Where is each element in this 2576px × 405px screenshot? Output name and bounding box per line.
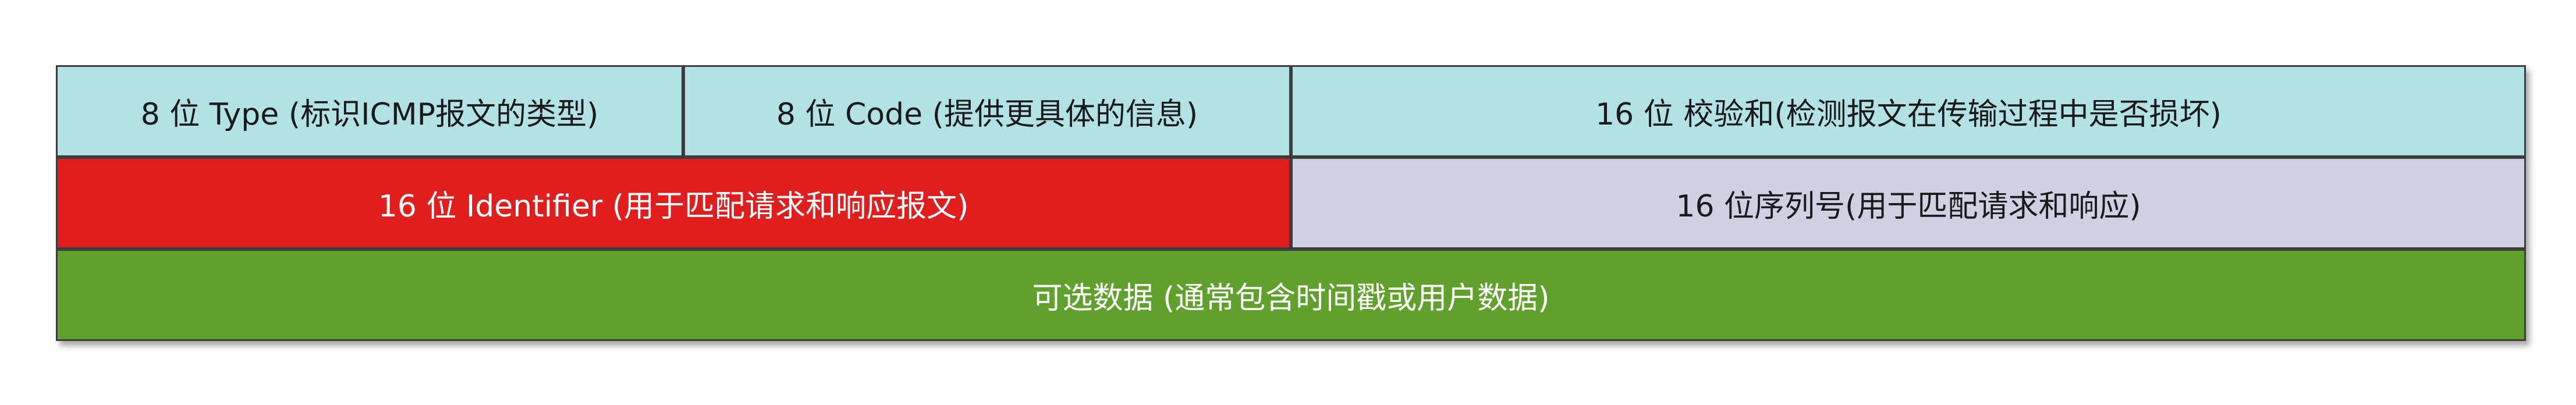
code-field-label: 8 位 Code (提供更具体的信息) xyxy=(776,97,1198,132)
type-field: 8 位 Type (标识ICMP报文的类型) xyxy=(56,65,683,157)
checksum-field-label: 16 位 校验和(检测报文在传输过程中是否损坏) xyxy=(1595,97,2222,132)
code-field: 8 位 Code (提供更具体的信息) xyxy=(683,65,1291,157)
sequence-number-field-label: 16 位序列号(用于匹配请求和响应) xyxy=(1676,189,2141,224)
type-field-label: 8 位 Type (标识ICMP报文的类型) xyxy=(140,97,599,132)
checksum-field: 16 位 校验和(检测报文在传输过程中是否损坏) xyxy=(1291,65,2526,157)
identifier-field: 16 位 Identifier (用于匹配请求和响应报文) xyxy=(56,157,1291,249)
optional-data-field-label: 可选数据 (通常包含时间戳或用户数据) xyxy=(1032,280,1550,316)
sequence-number-field: 16 位序列号(用于匹配请求和响应) xyxy=(1291,157,2526,249)
identifier-field-label: 16 位 Identifier (用于匹配请求和响应报文) xyxy=(378,189,969,224)
optional-data-field: 可选数据 (通常包含时间戳或用户数据) xyxy=(56,249,2526,341)
